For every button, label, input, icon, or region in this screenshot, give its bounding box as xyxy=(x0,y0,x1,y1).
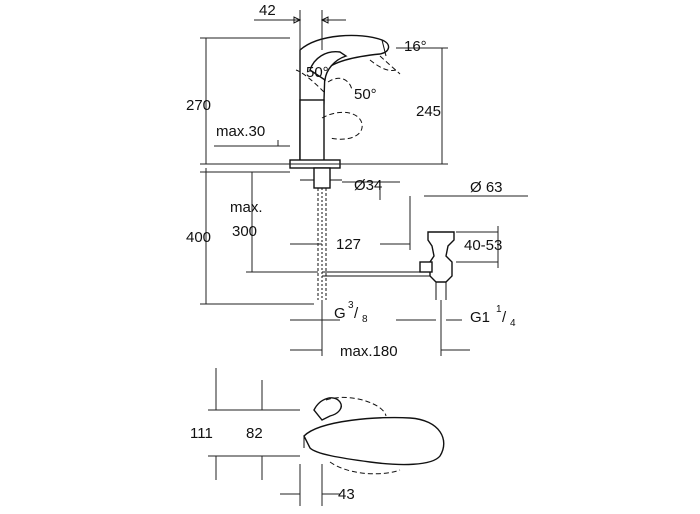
front-dimensions xyxy=(200,10,528,356)
waste-thread-numerator: 1 xyxy=(496,304,502,315)
waste-thread-letter: G1 xyxy=(470,309,490,326)
spout-width-label: 43 xyxy=(338,486,355,503)
waste-thread-slash: / xyxy=(502,309,507,326)
supply-thread-letter: G xyxy=(334,305,346,322)
deck-thickness-label: max.30 xyxy=(216,123,265,140)
lever-angle-up-label: 50° xyxy=(306,64,329,81)
waste-diameter-label: Ø 63 xyxy=(470,179,503,196)
top-dimensions xyxy=(208,368,340,506)
waste-thread-denominator: 4 xyxy=(510,318,516,329)
tap-top-view xyxy=(303,396,445,475)
supply-thread-denominator: 8 xyxy=(362,314,368,325)
supply-thread-slash: / xyxy=(354,305,359,322)
lever-depth-label: 82 xyxy=(246,425,263,442)
spout-angle-label: 16° xyxy=(404,38,427,55)
supply-length-label: 400 xyxy=(186,229,211,246)
projection-label: max.180 xyxy=(340,343,398,360)
waste-thread-label: G1 1 / 4 xyxy=(470,304,516,329)
base-diameter-label: Ø34 xyxy=(354,177,382,194)
supply-thread-numerator: 3 xyxy=(348,300,354,311)
hose-length-label-line2: 300 xyxy=(232,223,257,240)
spout-height-label: 245 xyxy=(416,103,441,120)
lever-angle-down-label: 50° xyxy=(354,86,377,103)
hose-length-label-line1: max. xyxy=(230,199,263,216)
total-height-label: 270 xyxy=(186,97,211,114)
drain-length-label: 127 xyxy=(336,236,361,253)
spout-offset-label: 42 xyxy=(259,2,276,19)
supply-thread-label: G 3 / 8 xyxy=(334,300,368,325)
drain-range-label: 40-53 xyxy=(464,237,502,254)
total-depth-label: 111 xyxy=(190,425,213,442)
